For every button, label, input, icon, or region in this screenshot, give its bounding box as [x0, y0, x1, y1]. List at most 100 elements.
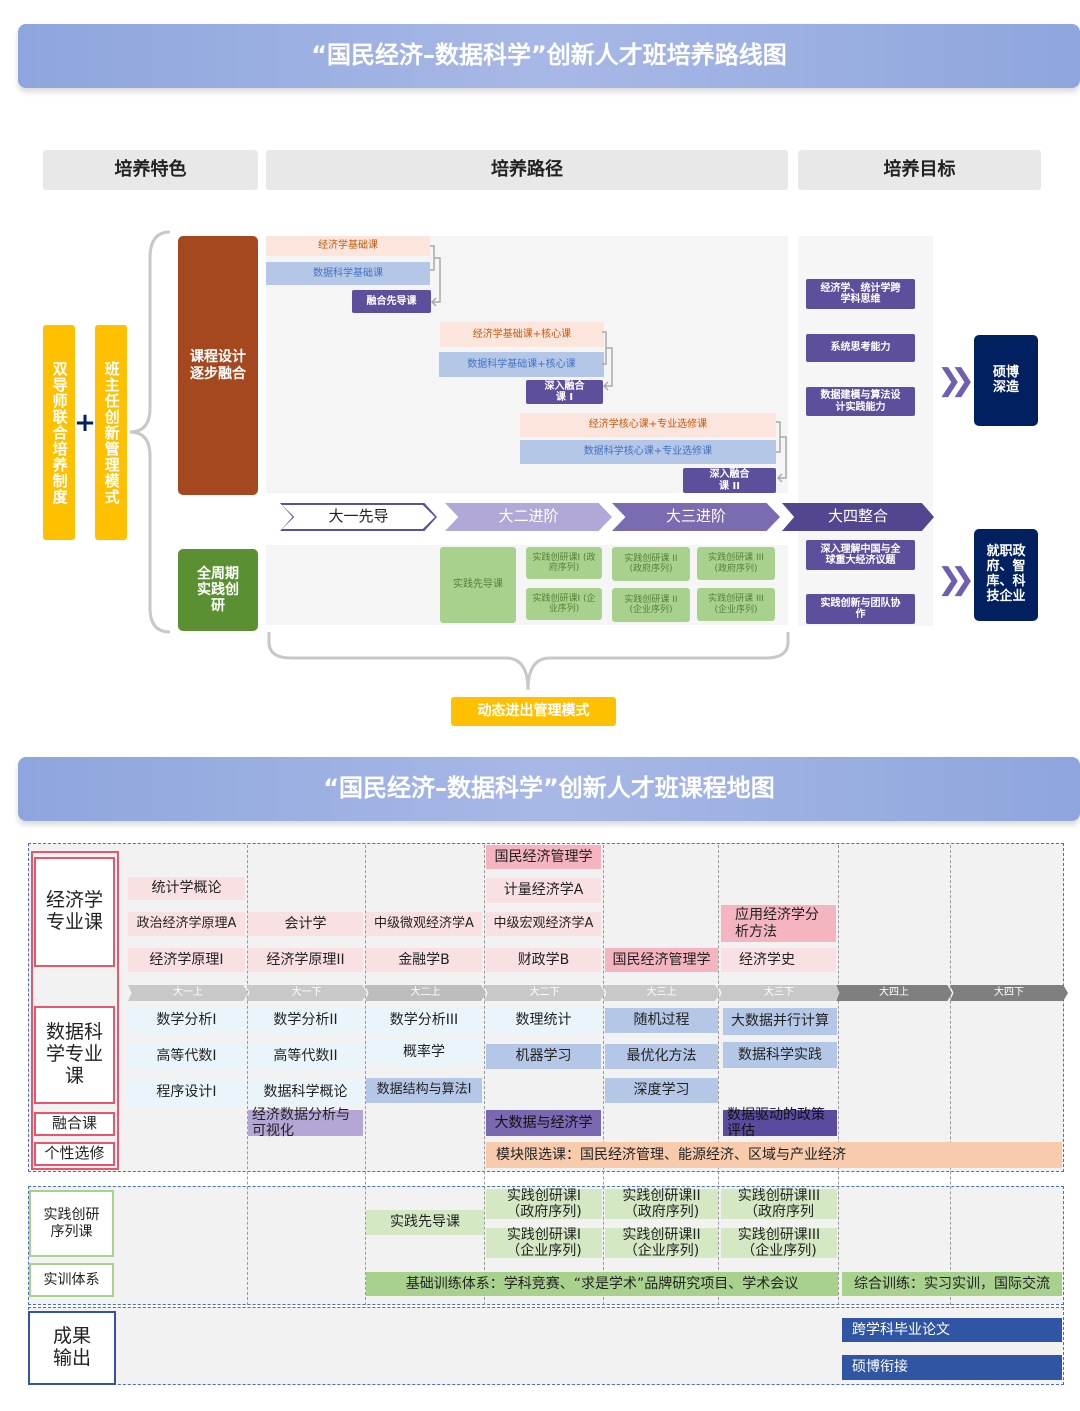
practice-cell: 实践创研课I（企业序列) [486, 1227, 602, 1259]
course-cell: 会计学 [248, 912, 363, 936]
course-cell: 政治经济学原理A [128, 912, 245, 936]
course-cell: 经济学原理II [248, 948, 363, 972]
course-design-pillar: 课程设计逐步融合 [178, 236, 258, 495]
stage-year4: 大四整合 [782, 503, 934, 531]
stage-year3: 大三进阶 [612, 503, 780, 531]
course-cell: 概率学 [366, 1040, 482, 1065]
course-box: 数据科学基础课 [266, 262, 430, 285]
fusion-course-box: 深入融合课 II [683, 468, 776, 493]
course-cell: 数据科学概论 [248, 1080, 363, 1105]
course-box: 数据科学核心课+专业选修课 [520, 440, 776, 464]
label-elective: 个性选修 [34, 1142, 115, 1166]
elective-module-bar: 模块限选课：国民经济管理、能源经济、区域与产业经济 [486, 1142, 1062, 1168]
semester-marker: 大四下 [950, 985, 1068, 1001]
course-cell: 经济学原理I [128, 948, 245, 972]
semester-marker: 大四上 [836, 985, 952, 1001]
practice-cell: 实践创研课II（政府序列) [605, 1188, 718, 1220]
course-cell: 数学分析II [248, 1008, 363, 1033]
course-cell: 国民经济管理学 [486, 845, 601, 869]
course-cell: 国民经济管理学 [605, 948, 718, 972]
course-cell: 数据结构与算法I [366, 1078, 482, 1103]
practice-box: 实践创研课I (政府序列) [526, 547, 602, 579]
fusion-course-cell: 大数据与经济学 [486, 1110, 601, 1136]
practice-box: 实践创研课I (企业序列) [526, 588, 602, 620]
course-cell: 机器学习 [486, 1044, 601, 1069]
header-goals: 培养目标 [798, 150, 1041, 190]
course-cell: 深度学习 [605, 1078, 718, 1103]
course-cell: 统计学概论 [128, 877, 245, 900]
semester-marker: 大三上 [603, 985, 720, 1001]
stage-year2: 大二进阶 [445, 503, 612, 531]
chevron-right-icon: ❯❯ [936, 362, 975, 398]
practice-cell: 实践创研课I（政府序列) [486, 1188, 602, 1220]
course-box: 经济学基础课 [266, 236, 430, 256]
course-cell: 数学分析I [128, 1008, 245, 1033]
output-masters-phd: 硕博衔接 [842, 1355, 1062, 1380]
semester-marker: 大二下 [484, 985, 605, 1001]
label-fusion: 融合课 [34, 1112, 115, 1136]
head-teacher-mode: 班主任创新管理模式 [95, 325, 127, 540]
course-cell: 数理统计 [486, 1008, 601, 1033]
outcome-graduate-study: 硕博深造 [974, 335, 1038, 426]
left-brace [129, 230, 171, 634]
plus-icon: + [74, 408, 96, 439]
roadmap-title: “国民经济–数据科学”创新人才班培养路线图 [18, 24, 1080, 88]
fusion-course-cell: 经济数据分析与可视化 [248, 1107, 363, 1139]
practice-pillar: 全周期实践创研 [178, 549, 258, 631]
practice-box: 实践创研课 III (企业序列) [697, 588, 775, 621]
goal-box: 深入理解中国与全球重大经济议题 [806, 540, 915, 570]
label-ds-major: 数据科学专业课 [34, 1006, 115, 1104]
practice-box: 实践创研课 II (企业序列) [612, 588, 690, 622]
header-path: 培养路径 [266, 150, 788, 190]
outcome-employment: 就职政府、智库、科技企业 [974, 529, 1038, 621]
label-practice-series: 实践创研序列课 [29, 1190, 114, 1257]
course-cell: 大数据并行计算 [723, 1008, 837, 1035]
practice-cell: 实践创研课II（企业序列) [605, 1227, 718, 1259]
course-box: 经济学基础课+核心课 [440, 322, 604, 347]
practice-box: 实践先导课 [440, 547, 516, 623]
course-cell: 财政学B [486, 948, 601, 972]
practice-cell: 实践创研课III（政府序列 [721, 1188, 837, 1220]
course-cell: 数学分析III [366, 1008, 482, 1033]
course-cell: 中级微观经济学A [366, 912, 482, 936]
fusion-course-cell: 数据驱动的政策评估 [723, 1107, 837, 1139]
practice-cell: 实践先导课 [366, 1210, 484, 1235]
label-frame [31, 851, 119, 1170]
course-cell: 程序设计I [128, 1080, 245, 1105]
course-cell: 经济学史 [721, 948, 836, 972]
course-cell: 计量经济学A [486, 878, 601, 903]
course-cell: 高等代数I [128, 1044, 245, 1069]
course-box: 经济学核心课+专业选修课 [520, 413, 776, 437]
bottom-brace [267, 632, 790, 691]
course-cell: 中级宏观经济学A [486, 912, 601, 936]
course-cell: 高等代数II [248, 1044, 363, 1069]
course-cell: 最优化方法 [605, 1044, 718, 1069]
semester-marker: 大一下 [246, 985, 367, 1001]
semester-marker: 大三下 [718, 985, 840, 1001]
dual-mentor-system: 双导师联合培养制度 [43, 325, 75, 540]
fusion-course-box: 融合先导课 [352, 290, 431, 313]
map-title: “国民经济–数据科学”创新人才班课程地图 [18, 757, 1080, 821]
header-features: 培养特色 [43, 150, 258, 190]
course-cell: 应用经济学分析方法 [721, 905, 836, 942]
stage-year1: 大一先导 [280, 503, 437, 531]
label-eco-major: 经济学专业课 [34, 857, 115, 967]
dynamic-management-badge: 动态进出管理模式 [451, 697, 616, 726]
course-cell: 随机过程 [605, 1008, 718, 1033]
connector-arrows [430, 245, 787, 483]
goal-box: 系统思考能力 [806, 334, 915, 362]
goal-box: 实践创新与团队协作 [806, 594, 915, 624]
goal-box: 经济学、统计学跨学科思维 [806, 279, 915, 309]
course-cell: 数据科学实践 [723, 1042, 837, 1068]
practice-box: 实践创研课 III (政府序列) [697, 547, 775, 580]
fusion-course-box: 深入融合课 I [526, 380, 603, 404]
label-training: 实训体系 [29, 1263, 114, 1297]
practice-cell: 实践创研课III（企业序列) [721, 1227, 837, 1259]
comprehensive-training-bar: 综合训练：实习实训，国际交流 [842, 1272, 1062, 1296]
semester-marker: 大二上 [365, 985, 486, 1001]
course-cell: 金融学B [366, 948, 482, 972]
course-box: 数据科学基础课+核心课 [439, 352, 604, 377]
label-output: 成果输出 [28, 1311, 116, 1385]
practice-box: 实践创研课 II (政府序列) [612, 547, 690, 581]
stage-year1-label: 大一先导 [282, 505, 435, 529]
